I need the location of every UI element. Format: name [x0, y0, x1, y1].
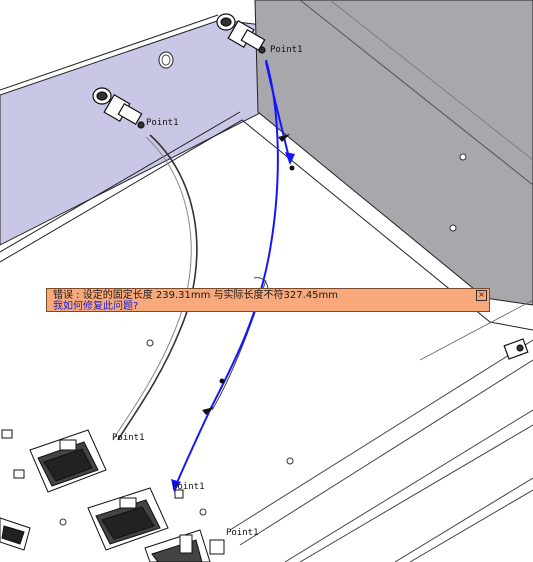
point-label-bottom: Point1	[226, 528, 259, 538]
close-icon[interactable]: ×	[476, 290, 487, 301]
connector-top	[216, 13, 266, 54]
route-marker	[278, 134, 290, 142]
dsub-connector-1	[29, 429, 107, 493]
back-wall-panel	[0, 19, 263, 246]
dsub-connector-2	[87, 487, 169, 551]
hole	[158, 51, 174, 69]
point-label-route-end: Point1	[172, 482, 205, 492]
floor-front-edge	[0, 111, 241, 253]
floor-edge	[0, 119, 533, 331]
error-message: 错误 : 设定的固定长度 239.31mm 与实际长度不符327.45mm	[53, 290, 339, 301]
connector-right	[503, 338, 529, 360]
point-label-top: Point1	[270, 45, 303, 55]
fix-help-link[interactable]: 我如何修复此问题?	[53, 301, 139, 312]
routed-wire-blue	[173, 59, 279, 491]
side-wall-panel	[254, 0, 533, 306]
rail-edge	[299, 0, 533, 186]
dsub-connector-3	[144, 529, 211, 562]
label-plate	[0, 517, 31, 551]
floor-rail	[229, 339, 533, 531]
point-label-mid: Point1	[112, 433, 145, 443]
cable-gray	[117, 134, 198, 441]
error-tooltip: 错误 : 设定的固定长度 239.31mm 与实际长度不符327.45mm 我如…	[46, 288, 490, 312]
wall-top-edge	[0, 14, 219, 91]
point-label-left: Point1	[146, 118, 179, 128]
connector-left	[92, 87, 145, 129]
